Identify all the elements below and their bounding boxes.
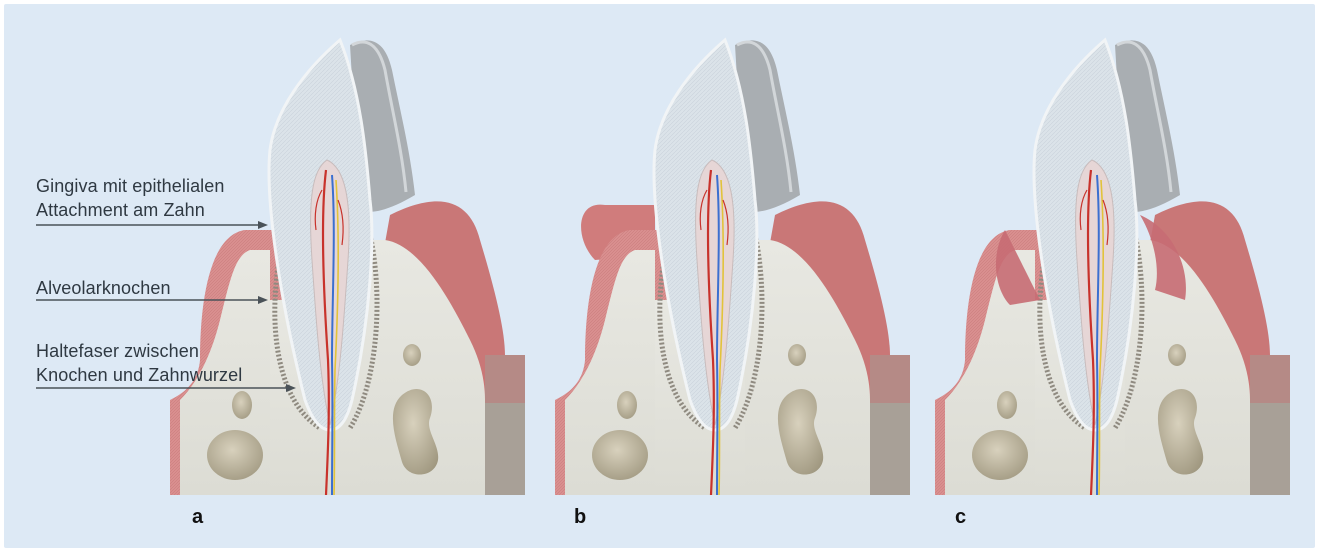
fiber-label-line2: Knochen und Zahnwurzel	[36, 364, 242, 386]
panel-a-diagram	[170, 40, 525, 495]
panel-c-diagram	[935, 40, 1290, 495]
panel-letter-a: a	[192, 506, 203, 529]
fiber-label-line1: Haltefaser zwischen	[36, 340, 199, 362]
panel-b-diagram	[555, 40, 910, 495]
bone-label: Alveolarknochen	[36, 277, 171, 299]
gingiva-label-line1: Gingiva mit epithelialen	[36, 175, 225, 197]
gingiva-label-line2: Attachment am Zahn	[36, 199, 205, 221]
panel-letter-b: b	[574, 506, 586, 529]
panel-letter-c: c	[955, 506, 966, 529]
